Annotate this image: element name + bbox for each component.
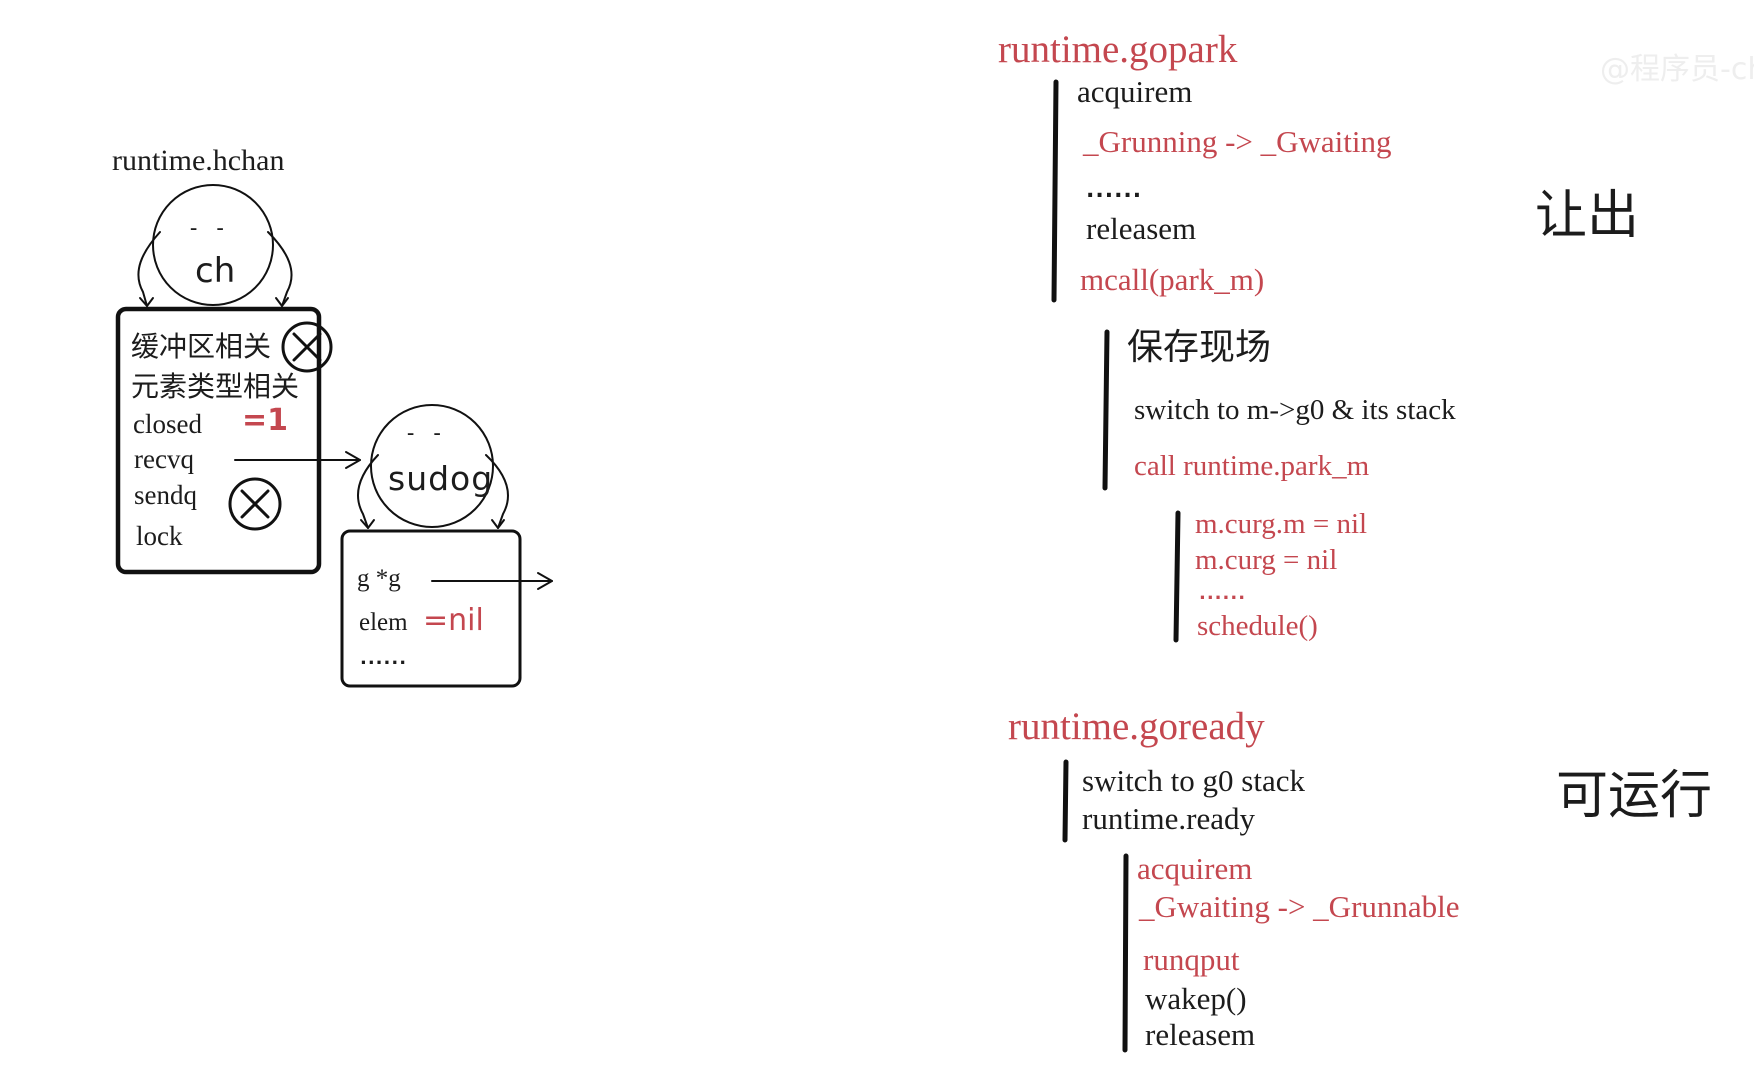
gopark-title: runtime.gopark	[998, 28, 1238, 71]
gopark-transition: _Grunning -> _Gwaiting	[1083, 124, 1392, 159]
curg-m-nil: m.curg.m = nil	[1195, 508, 1368, 540]
goready-title: runtime.goready	[1008, 705, 1265, 748]
ch-eyes: - -	[187, 216, 227, 241]
elem-value: =nil	[423, 603, 484, 638]
buffer-circled-x-icon	[281, 321, 333, 373]
ready-releasem: releasem	[1145, 1017, 1256, 1052]
park-m-call: call runtime.park_m	[1134, 450, 1370, 482]
hchan-sendq-field: sendq	[134, 480, 197, 510]
curg-nil: m.curg = nil	[1195, 544, 1338, 576]
sudog-box	[340, 529, 522, 688]
schedule-scope-bar	[1173, 510, 1181, 643]
runnable-label: 可运行	[1556, 766, 1713, 826]
sudog-dots: ......	[360, 648, 408, 669]
goready-scope-bar	[1062, 759, 1069, 843]
hchan-buffer-field: 缓冲区相关	[131, 330, 272, 363]
yield-label: 让出	[1535, 186, 1640, 246]
gopark-mcall: mcall(park_m)	[1080, 262, 1265, 297]
sudog-eyes: - -	[404, 421, 444, 446]
hchan-lock-field: lock	[136, 521, 183, 551]
sudog-elem-field: elem	[359, 609, 408, 636]
ready-runqput: runqput	[1143, 942, 1240, 977]
hchan-title: runtime.hchan	[112, 144, 285, 177]
recvq-arrow-icon	[234, 451, 361, 469]
hchan-recvq-field: recvq	[134, 444, 194, 474]
sendq-circled-x-icon	[228, 477, 282, 531]
gopark-acquirem: acquirem	[1077, 74, 1193, 109]
ready-wakep: wakep()	[1145, 981, 1247, 1016]
gopark-scope-bar	[1051, 79, 1059, 303]
park-m-switch: switch to m->g0 & its stack	[1134, 394, 1456, 426]
hchan-closed-field: closed	[133, 409, 202, 439]
sudog-character-head-icon	[357, 404, 509, 529]
goready-ready: runtime.ready	[1082, 801, 1256, 836]
park-m-save: 保存现场	[1127, 327, 1272, 368]
schedule-dots: ......	[1199, 583, 1247, 604]
ready-scope-bar	[1122, 853, 1129, 1053]
park-m-scope-bar	[1102, 329, 1110, 491]
gopark-dots: ......	[1086, 178, 1143, 203]
closed-value: =1	[242, 403, 289, 438]
ready-acquirem: acquirem	[1137, 851, 1253, 886]
hchan-box	[115, 306, 322, 575]
ch-character-head-icon	[137, 184, 293, 307]
ready-transition: _Gwaiting -> _Grunnable	[1139, 889, 1460, 924]
goready-switch: switch to g0 stack	[1082, 763, 1305, 798]
sudog-label: sudog	[388, 459, 494, 498]
hchan-elemtype-field: 元素类型相关	[131, 370, 300, 403]
schedule-call: schedule()	[1197, 610, 1318, 642]
gopark-releasem: releasem	[1086, 211, 1197, 246]
g-pointer-arrow-icon	[431, 572, 553, 590]
sudog-g-field: g *g	[357, 565, 401, 592]
ch-label: ch	[195, 251, 236, 291]
watermark: @程序员-ch	[1600, 52, 1754, 87]
